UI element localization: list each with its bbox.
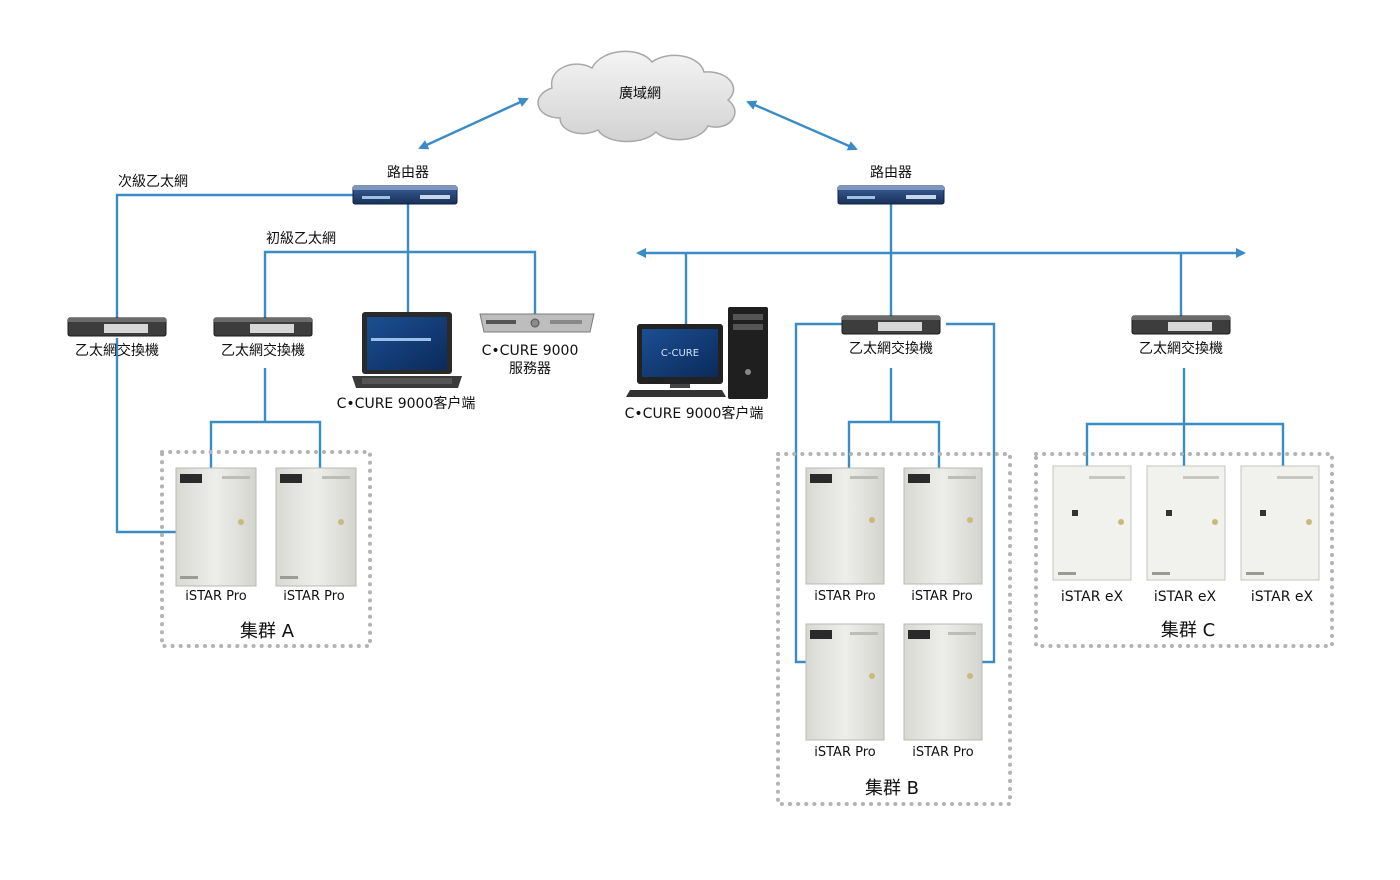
istar-ex-cabinet <box>1146 465 1226 581</box>
secondary-ethernet-label: 次級乙太網 <box>118 174 188 190</box>
controller-label: iSTAR eX <box>1154 589 1217 605</box>
wan-cloud: 廣域網 <box>537 50 736 143</box>
controller-label: iSTAR eX <box>1061 589 1124 605</box>
istar-pro-cabinet <box>903 623 983 741</box>
istar-pro-cabinet <box>805 467 885 585</box>
controller-label: iSTAR Pro <box>185 589 247 604</box>
primary-ethernet-label: 初級乙太網 <box>266 230 336 247</box>
switch-2: 乙太網交換機 <box>213 317 313 359</box>
istar-ex-cabinet <box>1052 465 1132 581</box>
controller-label: iSTAR Pro <box>814 745 876 760</box>
server-label-line1: C•CURE 9000 <box>482 343 579 359</box>
controller-label: iSTAR eX <box>1251 589 1314 605</box>
controller-label: iSTAR Pro <box>283 589 345 604</box>
cluster-a: iSTAR Pro iSTAR Pro 集群 A <box>160 450 372 648</box>
router-right-label: 路由器 <box>870 165 912 181</box>
router-right: 路由器 <box>837 165 945 205</box>
router-left-label: 路由器 <box>387 165 429 181</box>
switch-2-label: 乙太網交換機 <box>221 342 305 359</box>
istar-pro-cabinet <box>275 467 357 587</box>
switch-3-label: 乙太網交換機 <box>849 340 933 357</box>
laptop-client-label: C•CURE 9000客户端 <box>337 395 476 412</box>
server-icon: C•CURE 9000 服務器 <box>479 313 595 377</box>
server-label-line2: 服務器 <box>509 361 551 377</box>
switch-1: 乙太網交換機 <box>67 317 167 359</box>
switch-4-label: 乙太網交換機 <box>1139 340 1223 357</box>
wan-link-left <box>418 97 529 150</box>
controller-label: iSTAR Pro <box>911 589 973 604</box>
laptop-icon: C•CURE 9000客户端 <box>337 312 476 412</box>
cluster-b: iSTAR Pro iSTAR Pro iSTAR Pro iSTAR Pro … <box>776 452 1012 806</box>
wan-link-right <box>746 100 858 151</box>
cluster-c: iSTAR eX iSTAR eX iSTAR eX 集群 C <box>1034 452 1334 648</box>
wan-label: 廣域網 <box>619 85 661 102</box>
left-network-links <box>115 193 537 534</box>
controller-label: iSTAR Pro <box>912 745 974 760</box>
router-left: 路由器 <box>352 165 458 205</box>
desktop-icon: C-CURE C•CURE 9000客户端 <box>625 307 768 422</box>
switch-3: 乙太網交換機 <box>841 315 941 357</box>
desktop-client-label: C•CURE 9000客户端 <box>625 405 764 422</box>
desktop-screen-text: C-CURE <box>661 348 699 359</box>
istar-pro-cabinet <box>805 623 885 741</box>
cluster-a-label: 集群 A <box>240 621 295 642</box>
cluster-c-label: 集群 C <box>1161 620 1215 641</box>
istar-pro-cabinet <box>903 467 983 585</box>
istar-ex-cabinet <box>1240 465 1320 581</box>
cluster-b-border <box>776 452 1012 806</box>
cluster-b-label: 集群 B <box>865 778 919 799</box>
switch-4: 乙太網交換機 <box>1131 315 1231 357</box>
switch-1-label: 乙太網交換機 <box>75 342 159 359</box>
istar-pro-cabinet <box>175 467 257 587</box>
right-network-links <box>636 204 1285 664</box>
controller-label: iSTAR Pro <box>814 589 876 604</box>
cluster-a-border <box>160 450 372 648</box>
